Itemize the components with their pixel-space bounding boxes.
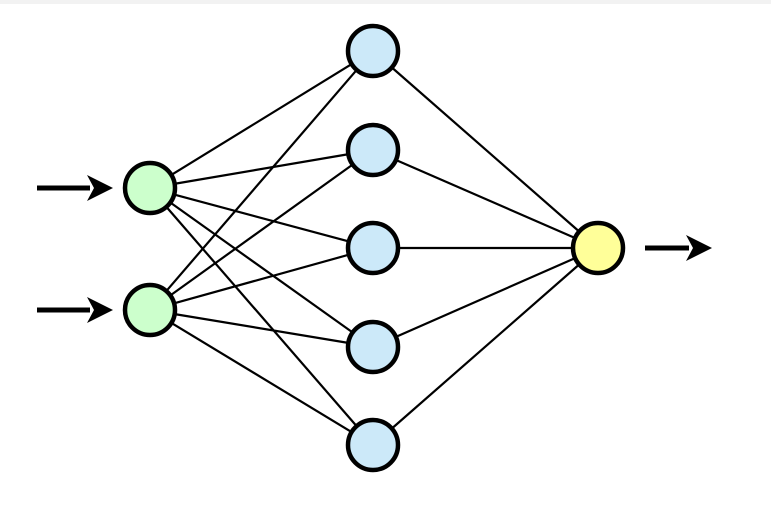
edge-i1-h4 bbox=[170, 202, 353, 333]
input-arrow-1 bbox=[37, 175, 113, 201]
output-arrow-1 bbox=[645, 235, 712, 261]
io-arrows-group bbox=[37, 175, 712, 323]
edge-i1-h5 bbox=[166, 206, 357, 427]
node-h2[interactable] bbox=[345, 122, 401, 178]
edge-i1-h3 bbox=[174, 193, 349, 243]
edges-group bbox=[166, 63, 580, 433]
input-arrow-2-head bbox=[87, 297, 113, 323]
node-o1[interactable] bbox=[570, 220, 626, 276]
edge-h4-o1 bbox=[396, 257, 575, 338]
node-i1[interactable] bbox=[122, 160, 178, 216]
node-h5[interactable] bbox=[345, 417, 401, 473]
edge-i1-h2 bbox=[175, 153, 348, 185]
edge-i2-h2 bbox=[170, 164, 353, 296]
edge-i1-h1 bbox=[171, 63, 352, 176]
edge-i2-h1 bbox=[166, 69, 357, 292]
input-arrow-1-head bbox=[87, 175, 113, 201]
edge-i2-h4 bbox=[175, 313, 348, 344]
top-edge-band bbox=[0, 0, 771, 4]
input-arrow-2 bbox=[37, 297, 113, 323]
node-h4[interactable] bbox=[345, 319, 401, 375]
edge-i2-h5 bbox=[171, 322, 352, 433]
node-h3[interactable] bbox=[345, 220, 401, 276]
node-h1[interactable] bbox=[345, 23, 401, 79]
edge-h1-o1 bbox=[391, 67, 580, 232]
output-arrow-1-head bbox=[686, 235, 712, 261]
node-i2[interactable] bbox=[122, 282, 178, 338]
edge-i2-h3 bbox=[174, 253, 349, 305]
nodes-group bbox=[122, 23, 626, 473]
edge-h5-o1 bbox=[391, 264, 580, 429]
edge-h2-o1 bbox=[396, 159, 575, 239]
